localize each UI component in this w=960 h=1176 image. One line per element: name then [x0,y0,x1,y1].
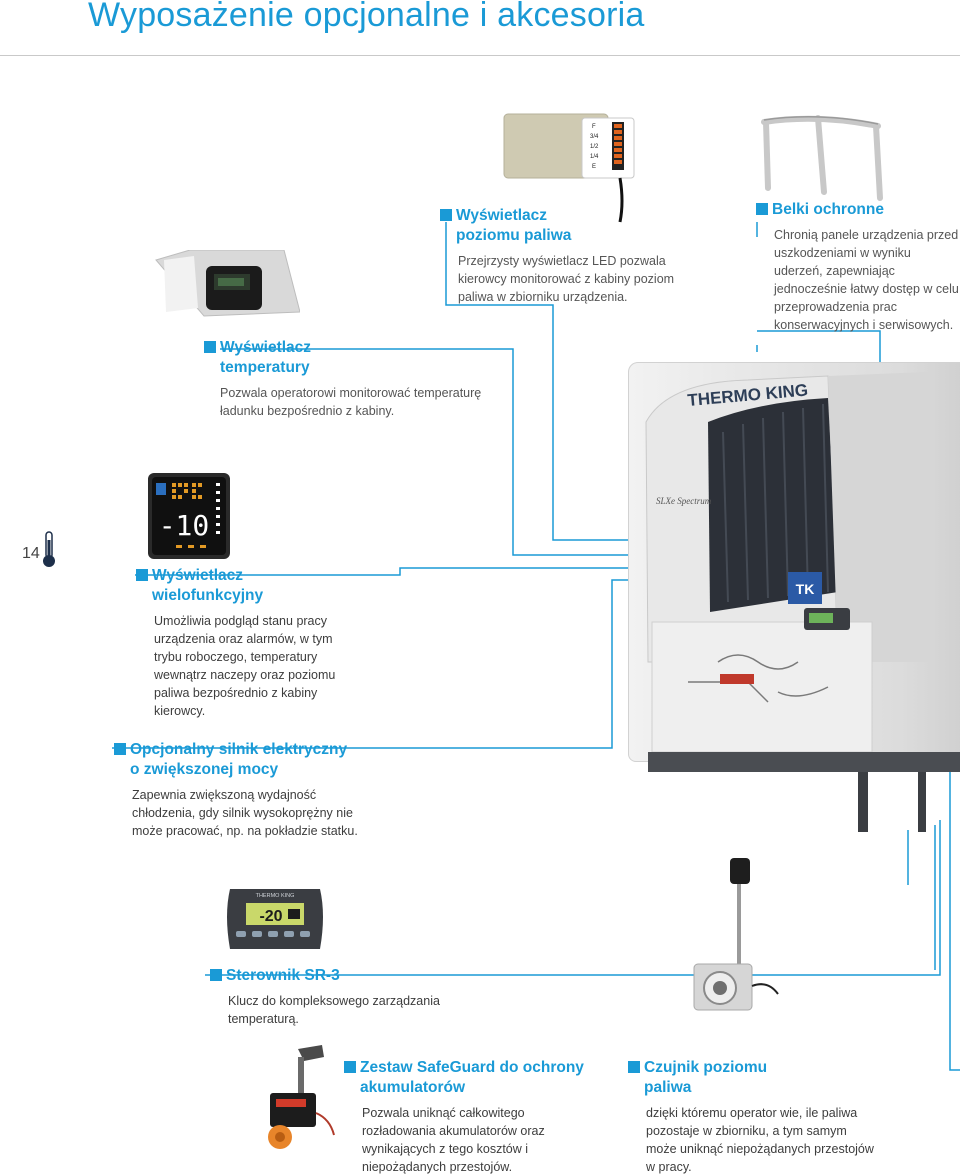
thermometer-icon [43,531,55,567]
bumpers-image [761,115,883,201]
bumpers-body: Chronią panele urządzenia przed uszkodze… [774,228,959,332]
multifunction-display-image: -10 [148,473,230,559]
bullet-square-icon [204,341,216,353]
multifunction-screen-value: -10 [159,509,210,542]
bullet-square-icon [136,569,148,581]
bullet-square-icon [440,209,452,221]
sr3-controller-image: THERMO KING -20 [227,889,323,949]
trailer-model: SLXe Spectrum [656,496,712,506]
temperature-display-body: Pozwala operatorowi monitorować temperat… [220,386,482,418]
fuel-display-image: F 3/4 1/2 1/4 E [503,113,635,223]
fuel-display-body: Przejrzysty wyświetlacz LED pozwala kier… [458,254,675,304]
fuel-gauge-1-2: 1/2 [590,144,599,150]
title-divider [0,55,960,56]
fuel-gauge-1-4: 1/4 [590,154,599,160]
fuel-gauge-empty: E [592,164,596,170]
controller-screen-value: -20 [259,908,282,925]
temperature-display-image [155,250,300,317]
fuel-sensor-image [693,858,779,1011]
sr3-controller-block: Sterownik SR-3 Klucz do kompleksowego za… [210,966,480,1028]
safeguard-kit-image [268,1045,335,1149]
fuel-gauge-3-4: 3/4 [590,134,599,140]
svg-text:TK: TK [796,581,815,597]
fuel-gauge-full: F [592,124,596,130]
bumpers-block: Belki ochronne Chronią panele urządzenia… [756,200,960,334]
bumpers-title: Belki ochronne [756,200,960,220]
page-title: Wyposażenie opcjonalne i akcesoria [88,0,645,34]
bullet-square-icon [756,203,768,215]
page-number: 14 [22,545,40,562]
controller-brand: THERMO KING [256,893,295,899]
bullet-square-icon [344,1061,356,1073]
bullet-square-icon [210,969,222,981]
bullet-square-icon [114,743,126,755]
safeguard-body: Pozwala uniknąć całkowitego rozładowania… [362,1106,545,1174]
bullet-square-icon [628,1061,640,1073]
multifunction-display-body: Umożliwia podgląd stanu pracy urządzenia… [154,614,336,718]
sr3-controller-title: Sterownik SR-3 [210,966,480,986]
refrigeration-unit-image: TK THERMO KING SLXe Spectrum [645,372,960,832]
fuel-sensor-body: dzięki któremu operator wie, ile paliwa … [646,1106,874,1174]
sr3-controller-body: Klucz do kompleksowego zarządzania tempe… [228,994,440,1026]
electric-motor-body: Zapewnia zwiększoną wydajność chłodzenia… [132,788,358,838]
